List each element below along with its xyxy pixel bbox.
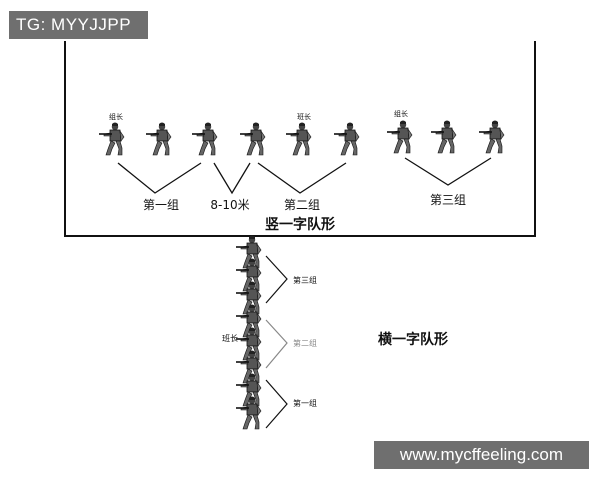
soldier-icon — [430, 119, 457, 154]
leader-label-group1: 组长 — [109, 112, 123, 121]
group1-bracket — [117, 162, 202, 194]
row-formation-title: 横一字队形 — [378, 331, 448, 348]
soldier-icon — [285, 121, 312, 156]
frame-left-border — [64, 41, 66, 237]
bottom-group2-bracket — [265, 319, 288, 369]
group1-label: 第一组 — [143, 198, 179, 212]
frame-bottom-border — [64, 235, 536, 237]
soldier-icon — [191, 121, 218, 156]
group2-label: 第二组 — [284, 198, 320, 212]
soldier-icon — [98, 121, 125, 156]
spacing-bracket — [213, 162, 251, 195]
leader-label-group3: 组长 — [394, 109, 408, 118]
bottom-group3-bracket — [265, 255, 288, 304]
soldier-icon — [145, 121, 172, 156]
column-formation-title: 竖一字队形 — [265, 216, 335, 233]
group3-bracket — [404, 157, 492, 186]
spacing-label: 8-10米 — [210, 198, 249, 212]
soldier-icon — [386, 119, 413, 154]
soldier-icon — [333, 121, 360, 156]
bottom-group1-label: 第一组 — [293, 398, 317, 408]
group3-label: 第三组 — [430, 193, 466, 207]
bottom-leader-label: 班长 — [222, 333, 238, 343]
soldier-icon — [235, 234, 262, 269]
bottom-group1-bracket — [265, 379, 288, 429]
soldier-icon — [239, 121, 266, 156]
bottom-group2-label: 第二组 — [293, 338, 317, 348]
soldier-icon — [478, 119, 505, 154]
leader-label-squad: 班长 — [297, 112, 311, 121]
bottom-group3-label: 第三组 — [293, 275, 317, 285]
tg-handle-badge: TG: MYYJJPP — [9, 11, 148, 39]
frame-right-border — [534, 41, 536, 237]
group2-bracket — [257, 162, 347, 194]
website-watermark: www.mycffeeling.com — [374, 441, 589, 469]
